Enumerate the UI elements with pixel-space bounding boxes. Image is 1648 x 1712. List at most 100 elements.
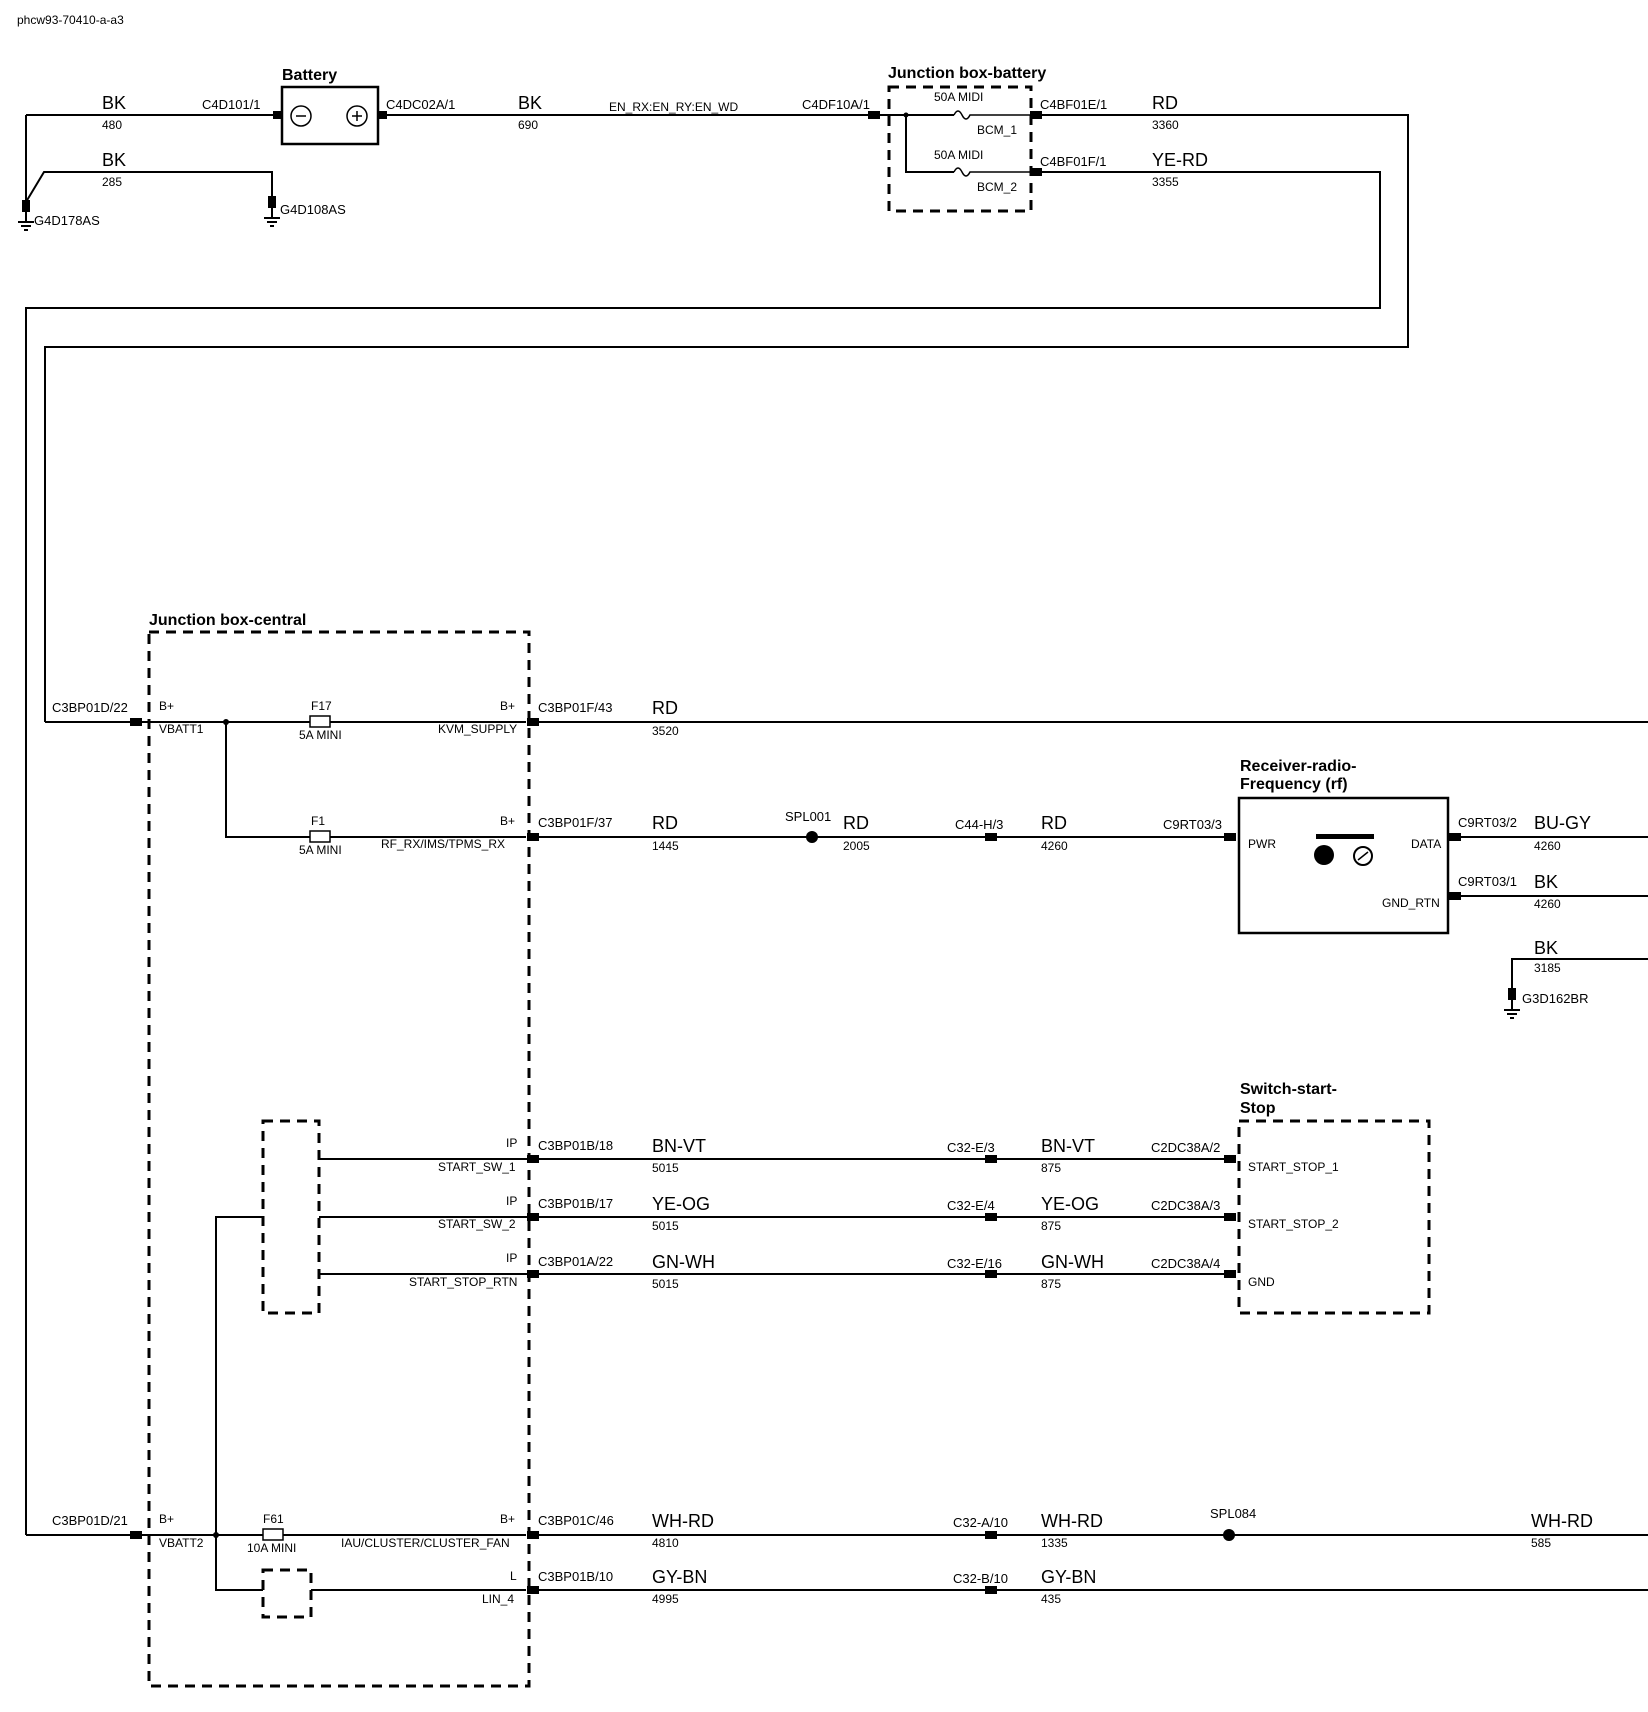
pin-label: B+ (159, 699, 174, 713)
pin-label: B+ (500, 699, 515, 713)
connector-label: C4BF01F/1 (1040, 154, 1106, 169)
connector-label: C2DC38A/4 (1151, 1256, 1220, 1271)
bus-vbatt1 (142, 721, 526, 838)
connector-label: C44-H/3 (955, 817, 1003, 832)
connector-label: C4D101/1 (202, 97, 261, 112)
wire-color-label: BK (1534, 872, 1558, 892)
battery-terminal-neg (273, 111, 283, 119)
splice-spl084 (1223, 1529, 1235, 1541)
wire-number-label: 690 (518, 118, 538, 132)
pin-label: RF_RX/IMS/TPMS_RX (381, 837, 505, 851)
wire-number-label: 4995 (652, 1592, 679, 1606)
wire-color-label: GY-BN (1041, 1567, 1096, 1587)
wire-number-label: 875 (1041, 1161, 1061, 1175)
wire-color-label: WH-RD (1531, 1511, 1593, 1531)
wire-number-label: 4260 (1534, 839, 1561, 853)
wire-3360 (44, 114, 1409, 722)
wire-number-label: 875 (1041, 1277, 1061, 1291)
wire-number-label: 480 (102, 118, 122, 132)
switch-start-stop-box (1237, 1119, 1431, 1315)
fuse-rating: 10A MINI (247, 1541, 296, 1555)
jb-battery-box (887, 85, 1033, 213)
wire-number-label: 875 (1041, 1219, 1061, 1233)
wire-number-label: 4810 (652, 1536, 679, 1550)
pin-label: B+ (500, 814, 515, 828)
wire-number-label: 4260 (1534, 897, 1561, 911)
connector-label: C3BP01B/18 (538, 1138, 613, 1153)
receiver-title: Receiver-radio- (1240, 758, 1357, 775)
wire-number-label: 1445 (652, 839, 679, 853)
connector-label: C9RT03/3 (1163, 817, 1222, 832)
wire-number-label: 5015 (652, 1161, 679, 1175)
splice-label: SPL084 (1210, 1506, 1256, 1521)
receiver-led-icon (1314, 845, 1334, 865)
ground-connector-g4d178 (22, 200, 30, 212)
connector-label: C3BP01D/21 (52, 1513, 128, 1528)
wire-color-label: RD (1152, 93, 1178, 113)
wire-number-label: 3355 (1152, 175, 1179, 189)
pin-label: GND_RTN (1382, 896, 1440, 910)
wire-color-label: BK (1534, 938, 1558, 958)
connector-label: C32-E/16 (947, 1256, 1002, 1271)
wire-285 (25, 171, 273, 203)
pin-label: KVM_SUPPLY (438, 722, 517, 736)
jb-inner-start-module (261, 1119, 321, 1315)
wire-number-label: 435 (1041, 1592, 1061, 1606)
fuse-name: F61 (263, 1512, 284, 1526)
pin-label: LIN_4 (482, 1592, 514, 1606)
jb-battery-title: Junction box-battery (888, 65, 1046, 82)
ground-label: G3D162BR (1522, 991, 1588, 1006)
wire-color-label: BK (518, 93, 542, 113)
connector-label: C2DC38A/2 (1151, 1140, 1220, 1155)
pin-label: START_STOP_2 (1248, 1217, 1339, 1231)
wire-number-label: 2005 (843, 839, 870, 853)
jb-battery-bus (880, 114, 954, 173)
wire-3185 (1511, 958, 1648, 988)
circuit-label: EN_RX:EN_RY:EN_WD (609, 100, 738, 114)
wire-color-label: BU-GY (1534, 813, 1591, 833)
pin-label: START_SW_2 (438, 1217, 516, 1231)
wire-color-label: YE-OG (1041, 1194, 1099, 1214)
connector-label: C9RT03/2 (1458, 815, 1517, 830)
wire-number-label: 3520 (652, 724, 679, 738)
wire-number-label: 3360 (1152, 118, 1179, 132)
connector-label: C32-E/4 (947, 1198, 995, 1213)
connector-label: C3BP01F/43 (538, 700, 612, 715)
fuse-name: F17 (311, 699, 332, 713)
ground-connector-g4d108 (268, 196, 276, 208)
receiver-box (1237, 796, 1450, 935)
wire-color-label: WH-RD (1041, 1511, 1103, 1531)
wire-start-return (215, 1216, 263, 1591)
fuse-bcm2-icon (953, 167, 1030, 177)
fuse-rating: 50A MIDI (934, 90, 983, 104)
connector-label: C9RT03/1 (1458, 874, 1517, 889)
wire-color-label: RD (1041, 813, 1067, 833)
fuse-name: BCM_1 (977, 123, 1017, 137)
ground-connector-g3d162 (1508, 988, 1516, 1000)
pin-label: B+ (500, 1512, 515, 1526)
connector-label: C3BP01A/22 (538, 1254, 613, 1269)
pin-label: PWR (1248, 837, 1276, 851)
jb-inner-lin-module (261, 1568, 313, 1619)
pin-label: VBATT2 (159, 1536, 204, 1550)
splice-spl001 (806, 831, 818, 843)
ground-label: G4D108AS (280, 202, 346, 217)
wire-color-label: BK (102, 150, 126, 170)
pin-label: B+ (159, 1512, 174, 1526)
battery-negative-icon (290, 105, 312, 127)
wire-color-label: YE-OG (652, 1194, 710, 1214)
wire-number-label: 4260 (1041, 839, 1068, 853)
fuse-rating: 5A MINI (299, 843, 342, 857)
battery-terminal-pos (377, 111, 387, 119)
wire-number-label: 3185 (1534, 961, 1561, 975)
connector-label: C3BP01D/22 (52, 700, 128, 715)
wire-color-label: WH-RD (652, 1511, 714, 1531)
wire-number-label: 1335 (1041, 1536, 1068, 1550)
fuse-rating: 5A MINI (299, 728, 342, 742)
connector-label: C3BP01C/46 (538, 1513, 614, 1528)
wire-color-label: BN-VT (1041, 1136, 1095, 1156)
wire-color-label: YE-RD (1152, 150, 1208, 170)
receiver-antenna-icon (1316, 834, 1374, 839)
splice-label: SPL001 (785, 809, 831, 824)
